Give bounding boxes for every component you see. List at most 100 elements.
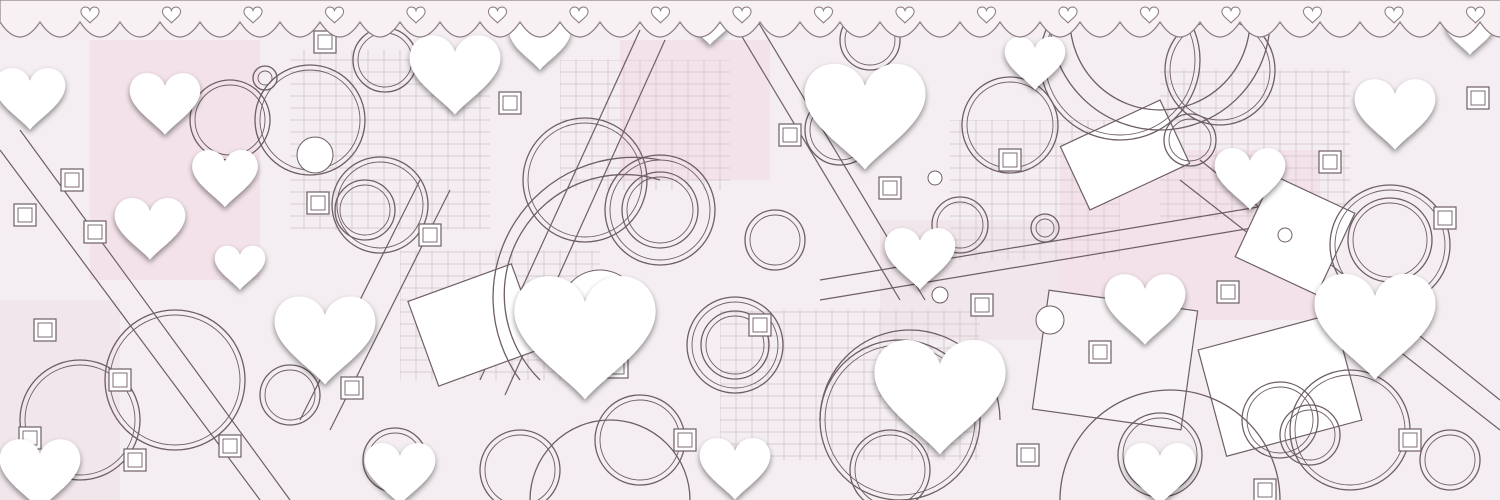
heart-icon — [409, 35, 501, 115]
square-box — [1216, 280, 1240, 304]
circle-ring — [961, 76, 1059, 174]
circle-ring — [1279, 404, 1341, 466]
square-box-inner — [1257, 482, 1273, 498]
circle-ring — [594, 394, 686, 486]
circle-ring-inner — [749, 214, 801, 266]
lace-heart-icon — [487, 6, 508, 24]
circle-ring — [522, 117, 648, 243]
square-box — [313, 30, 337, 54]
square-box-inner — [1220, 284, 1236, 300]
circle-ring-inner — [1424, 434, 1476, 486]
square-box-inner — [782, 127, 798, 143]
circle-ring-inner — [1035, 218, 1055, 238]
square-box — [673, 428, 697, 452]
heart-icon — [509, 16, 571, 70]
lace-heart-icon — [813, 6, 834, 24]
square-box — [306, 191, 330, 215]
lace-heart-icon — [243, 6, 263, 24]
square-box-inner — [17, 207, 33, 223]
square-box — [13, 203, 37, 227]
lace-heart-icon — [161, 6, 182, 24]
solid-disc — [931, 286, 949, 304]
square-box — [60, 168, 84, 192]
solid-disc — [1277, 227, 1293, 243]
heart-icon — [214, 245, 266, 290]
square-box-inner — [677, 432, 693, 448]
square-box — [970, 293, 994, 317]
solid-disc — [296, 136, 334, 174]
circle-ring — [254, 64, 366, 176]
square-box — [108, 368, 132, 392]
circle-ring-inner — [336, 161, 424, 249]
lace-heart-icon — [895, 6, 915, 24]
square-box-inner — [752, 317, 768, 333]
circle-ring — [19, 359, 141, 481]
circle-ring-inner — [339, 184, 391, 236]
square-box — [998, 148, 1022, 172]
circle-ring — [686, 296, 784, 394]
circle-ring-inner — [1246, 386, 1314, 454]
circle-ring-inner — [1284, 409, 1336, 461]
lace-scallop-edge — [0, 0, 1500, 38]
heart-icon — [699, 438, 771, 500]
square-box-inner — [37, 322, 53, 338]
square-box — [1253, 478, 1277, 500]
circle-ring — [1419, 429, 1481, 491]
circle-ring-inner — [527, 122, 643, 238]
lace-heart-icon — [1221, 6, 1241, 24]
heart-icon — [0, 439, 81, 500]
lace-heart-icon — [406, 6, 426, 24]
lace-heart-icon — [1465, 6, 1486, 24]
solid-disc — [1035, 305, 1065, 335]
square-box-inner — [1470, 90, 1486, 106]
circle-ring — [1163, 113, 1217, 167]
square-box-inner — [882, 180, 898, 196]
square-box-inner — [344, 380, 360, 396]
square-box — [778, 123, 802, 147]
circle-ring — [700, 310, 770, 380]
square-box-inner — [1322, 154, 1338, 170]
lace-heart-icon — [1058, 6, 1078, 24]
heart-icon — [1214, 148, 1286, 210]
circle-ring-inner — [264, 369, 316, 421]
circle-ring — [621, 171, 699, 249]
circle-ring-inner — [691, 301, 779, 389]
heart-icon — [884, 228, 956, 290]
heart-icon — [1314, 273, 1436, 380]
lace-heart-icon — [569, 6, 589, 24]
square-box-inner — [974, 297, 990, 313]
circle-ring — [849, 429, 931, 500]
square-box-inner — [87, 224, 103, 240]
heart-icon — [1354, 79, 1436, 150]
square-box — [123, 448, 147, 472]
square-box-inner — [502, 95, 518, 111]
square-box — [1398, 428, 1422, 452]
circle-ring-inner — [1168, 118, 1212, 162]
circle-ring — [744, 209, 806, 271]
circle-ring — [252, 65, 278, 91]
lace-heart-icon — [1384, 6, 1404, 24]
lace-heart-icon — [1302, 6, 1323, 24]
heart-icon — [192, 149, 258, 208]
heart-icon — [1104, 274, 1186, 345]
square-box — [1088, 340, 1112, 364]
square-box — [498, 91, 522, 115]
circle-ring — [104, 309, 246, 451]
circle-ring — [259, 364, 321, 426]
lace-heart-icon — [1139, 6, 1160, 24]
circle-ring — [1347, 197, 1433, 283]
heart-icon — [514, 276, 656, 400]
square-box-inner — [127, 452, 143, 468]
circle-ring-inner — [705, 315, 765, 375]
circle-ring-inner — [24, 364, 136, 476]
heart-icon — [1004, 36, 1066, 90]
square-box-inner — [1437, 210, 1453, 226]
circle-ring — [334, 179, 396, 241]
heart-icon — [804, 63, 926, 170]
heart-icon — [129, 73, 201, 135]
circle-ring-inner — [854, 434, 926, 500]
square-box-inner — [64, 172, 80, 188]
lace-border — [0, 0, 1500, 38]
circle-ring — [1241, 381, 1319, 459]
